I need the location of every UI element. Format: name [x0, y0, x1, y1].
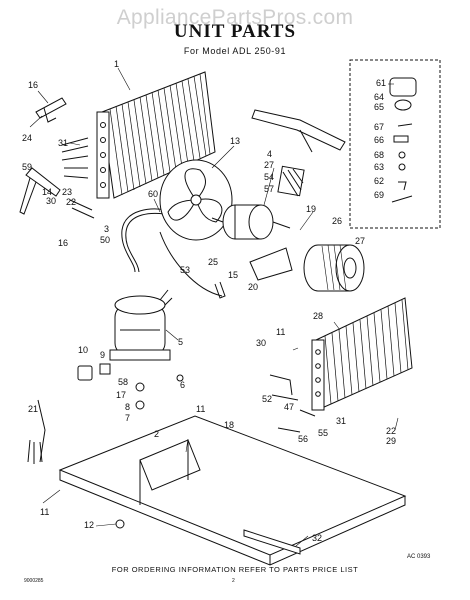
callout-57: 57 — [264, 184, 274, 194]
callout-61: 61 — [376, 78, 386, 88]
callout-15: 15 — [228, 270, 238, 280]
document-number: 9000285 — [24, 578, 44, 584]
callout-18: 18 — [224, 420, 234, 430]
callout-58: 58 — [118, 377, 128, 387]
callout-27a: 27 — [264, 160, 274, 170]
callout-63: 63 — [374, 162, 384, 172]
callout-26: 26 — [332, 216, 342, 226]
callout-2: 2 — [154, 429, 159, 439]
callout-6: 6 — [180, 380, 185, 390]
callout-47: 47 — [284, 402, 294, 412]
drain-bracket — [243, 529, 301, 555]
diagram-title: UNIT PARTS — [173, 21, 297, 42]
callout-50: 50 — [100, 235, 110, 245]
callout-labels: 1 16 24 31 59 14 23 30 22 3 50 16 13 60 … — [22, 59, 396, 543]
fan-motor — [211, 204, 291, 240]
callout-54: 54 — [264, 172, 274, 182]
callout-4: 4 — [267, 149, 272, 159]
callout-24: 24 — [22, 133, 32, 143]
motor-bracket — [249, 247, 293, 281]
blower-wheel — [303, 244, 365, 292]
callout-30b: 30 — [256, 338, 266, 348]
callout-69: 69 — [374, 190, 384, 200]
ordering-footer: FOR ORDERING INFORMATION REFER TO PARTS … — [111, 565, 359, 574]
callout-60: 60 — [148, 189, 158, 199]
callout-56: 56 — [298, 434, 308, 444]
callout-66: 66 — [374, 135, 384, 145]
callout-22a: 22 — [66, 197, 76, 207]
callout-31b: 31 — [336, 416, 346, 426]
callout-32: 32 — [312, 533, 322, 543]
callout-62: 62 — [374, 176, 384, 186]
model-line: For Model ADL 250-91 — [183, 46, 287, 56]
callout-65: 65 — [374, 102, 384, 112]
small-parts-box — [349, 59, 441, 229]
power-cord — [37, 399, 46, 463]
callout-20: 20 — [248, 282, 258, 292]
control-box-parts — [251, 109, 346, 197]
callout-59: 59 — [22, 162, 32, 172]
base-pan — [58, 415, 407, 566]
callout-10: 10 — [78, 345, 88, 355]
callout-25: 25 — [208, 257, 218, 267]
callout-14: 14 — [42, 187, 52, 197]
callout-12: 12 — [84, 520, 94, 530]
condenser-coil — [311, 297, 413, 411]
callout-17: 17 — [116, 390, 126, 400]
callout-13: 13 — [230, 136, 240, 146]
callout-52: 52 — [262, 394, 272, 404]
page-number: 2 — [232, 578, 235, 584]
callout-31a: 31 — [58, 138, 68, 148]
fan-blade — [159, 159, 233, 241]
callout-64: 64 — [374, 92, 384, 102]
wire-harness — [159, 231, 223, 297]
callout-11a: 11 — [276, 327, 285, 337]
left-brackets-and-tubes — [19, 97, 95, 219]
callout-55: 55 — [318, 428, 328, 438]
callout-30a: 30 — [46, 196, 56, 206]
callout-7: 7 — [125, 413, 130, 423]
callout-11c: 11 — [40, 507, 49, 517]
callout-21: 21 — [28, 404, 38, 414]
evaporator-coil — [96, 71, 216, 199]
callout-23: 23 — [62, 187, 72, 197]
callout-9: 9 — [100, 350, 105, 360]
callout-16b: 16 — [58, 238, 68, 248]
callout-29: 29 — [386, 436, 396, 446]
diagram-code: AC 0393 — [407, 554, 431, 560]
callout-19: 19 — [306, 204, 316, 214]
callout-22b: 22 — [386, 426, 396, 436]
capillary-tube — [121, 208, 176, 273]
callout-16a: 16 — [28, 80, 38, 90]
callout-28: 28 — [313, 311, 323, 321]
callout-53: 53 — [180, 265, 190, 275]
callout-11b: 11 — [196, 404, 205, 414]
callout-8: 8 — [125, 402, 130, 412]
compressor — [109, 289, 173, 361]
callout-27b: 27 — [355, 236, 365, 246]
callout-67: 67 — [374, 122, 384, 132]
callout-68: 68 — [374, 150, 384, 160]
condenser-tubes — [269, 374, 299, 401]
callout-3: 3 — [104, 224, 109, 234]
callout-5: 5 — [178, 337, 183, 347]
leader-lines — [29, 67, 399, 547]
watermark: AppliancePartsPros.com — [116, 6, 354, 29]
overload-protector — [77, 365, 93, 381]
callout-1: 1 — [114, 59, 119, 69]
